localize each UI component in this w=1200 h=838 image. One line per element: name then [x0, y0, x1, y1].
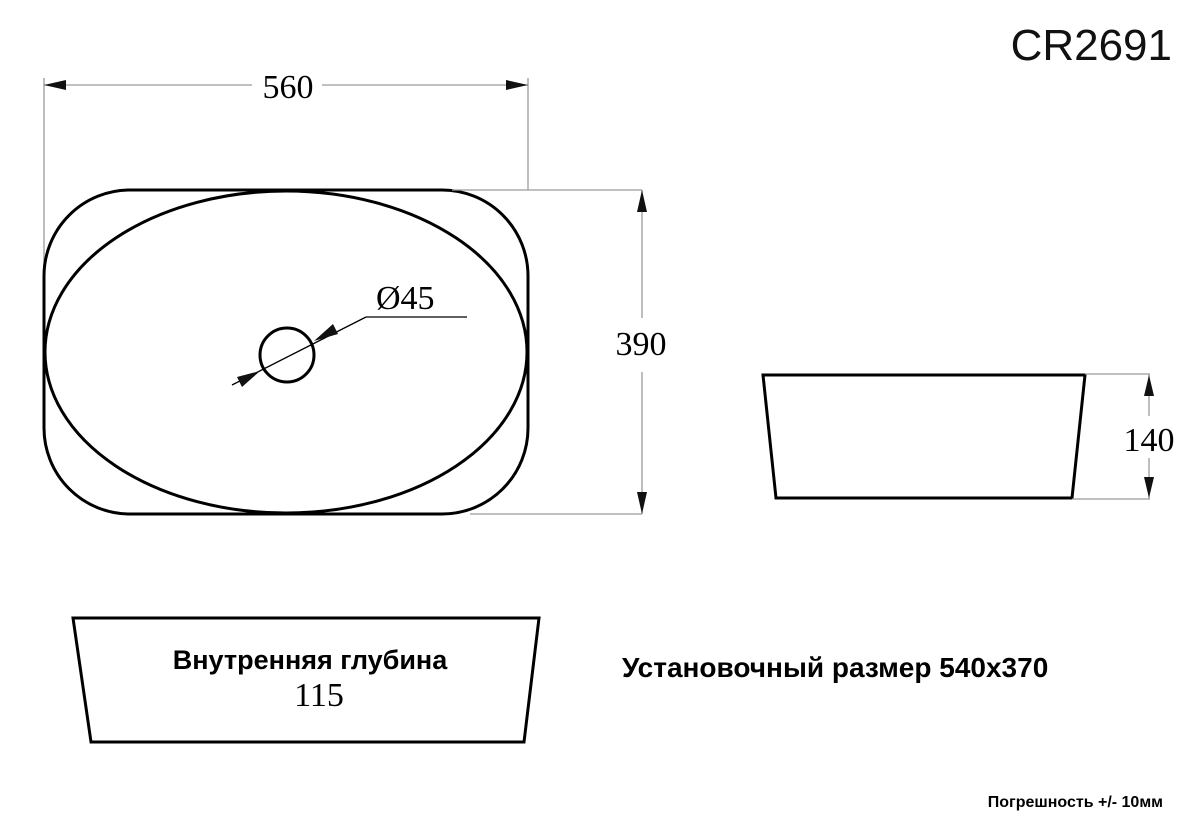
width-dimension-label: 560 [263, 69, 314, 106]
height-arrow-down-icon [1144, 477, 1154, 498]
inner-depth-label: Внутренняя глубина [173, 645, 448, 675]
height-arrow-up-icon [1144, 375, 1154, 396]
arrow-left-icon [44, 80, 66, 90]
depth-dimension-label: 390 [616, 326, 667, 363]
mounting-size-note: Установочный размер 540x370 [622, 652, 1048, 683]
drain-hole-icon [258, 326, 316, 384]
arrow-right-icon [506, 80, 528, 90]
drain-arrow-outer-icon [314, 324, 338, 341]
drain-dimension-label: Ø45 [376, 280, 435, 317]
inner-depth-value: 115 [294, 677, 344, 714]
drain-arrow-inner-icon [237, 371, 260, 387]
top-view: 560 390 Ø45 [42, 69, 667, 516]
side-view: 140 [761, 373, 1175, 500]
basin-side-outline [761, 373, 1087, 500]
model-code: CR2691 [1011, 21, 1172, 70]
basin-bowl-outline [43, 189, 529, 515]
section-view: Внутренняя глубина 115 [71, 616, 541, 744]
arrow-up-icon [637, 190, 647, 212]
arrow-down-icon [637, 492, 647, 514]
basin-section-outline [71, 616, 541, 744]
tolerance-note: Погрешность +/- 10мм [988, 794, 1163, 811]
height-dimension-label: 140 [1124, 422, 1175, 459]
